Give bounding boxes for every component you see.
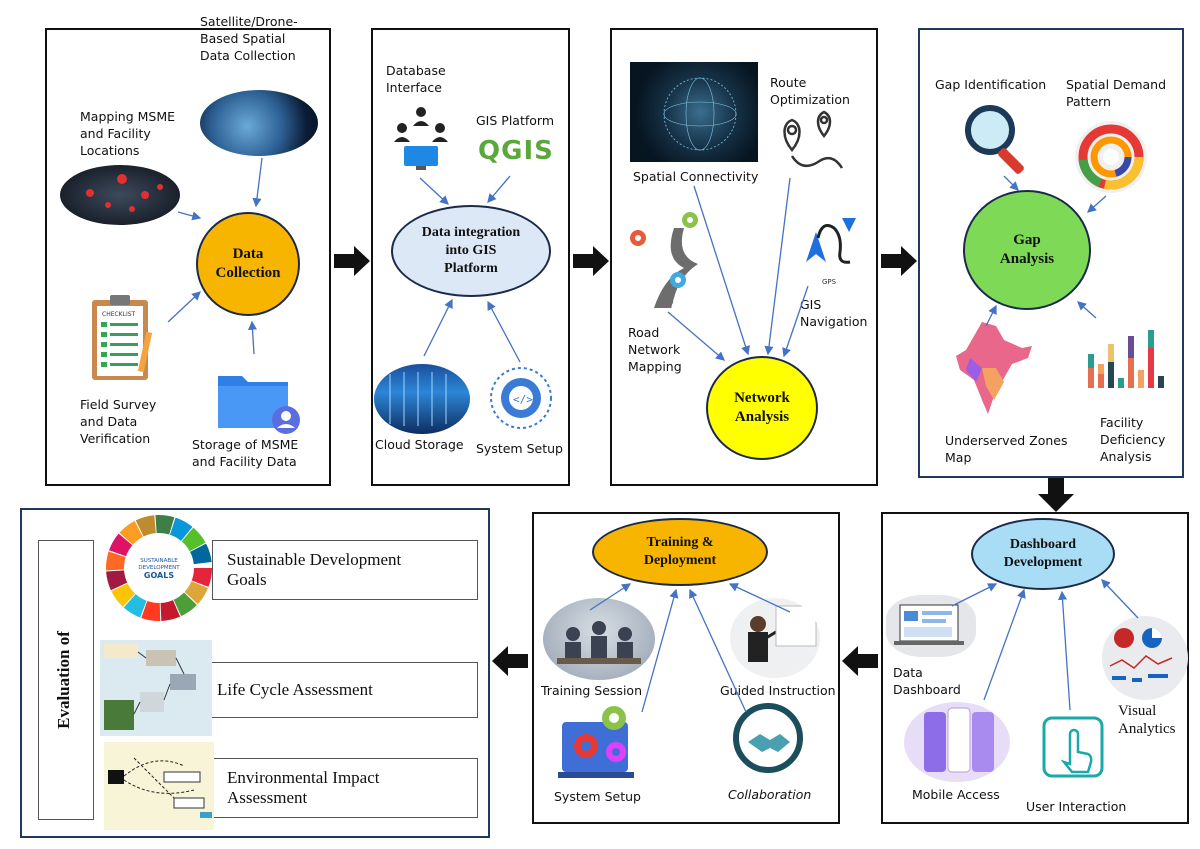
road-map-pins-image	[624, 208, 710, 308]
svg-text:GOALS: GOALS	[144, 571, 174, 580]
eia-flow-diagram-image	[104, 742, 214, 830]
label-underserved-zones: Underserved Zones Map	[945, 433, 1068, 465]
world-map-pins-image	[60, 165, 180, 225]
satellite-globe-image	[200, 90, 318, 156]
flow-arrow-6-7	[492, 646, 528, 676]
eval-eia-box: Environmental Impact Assessment	[212, 758, 478, 818]
spatial-connectivity-globe-image	[630, 62, 758, 162]
eval-sdg-box: Sustainable Development Goals	[212, 540, 478, 600]
server-rack-image	[374, 364, 470, 434]
training-session-photo	[543, 598, 655, 680]
svg-text:DEVELOPMENT: DEVELOPMENT	[138, 565, 180, 571]
label-route-optimization: Route Optimization	[770, 75, 850, 107]
flow-arrow-3-4	[881, 246, 917, 276]
hub-dashboard-development: Dashboard Development	[971, 518, 1115, 590]
map-pins-icon	[86, 174, 163, 212]
label-system-setup-2: System Setup	[476, 441, 563, 456]
hub-network-analysis: Network Analysis	[706, 356, 818, 460]
collaboration-handshake-icon	[732, 702, 804, 774]
flow-arrow-1-2	[334, 246, 370, 276]
database-users-icon	[386, 104, 456, 174]
svg-text:CHECKLIST: CHECKLIST	[102, 311, 136, 318]
label-system-setup-6: System Setup	[554, 789, 641, 804]
india-map-image	[952, 318, 1036, 418]
label-field-survey: Field Survey and Data Verification	[80, 397, 157, 446]
hub-gap-analysis: Gap Analysis	[963, 190, 1091, 310]
svg-text:</>: </>	[513, 393, 533, 406]
vertical-evaluation-box	[38, 540, 94, 820]
hub-training-deployment: Training & Deployment	[592, 518, 768, 586]
label-spatial-demand: Spatial Demand Pattern	[1066, 77, 1167, 109]
guided-instruction-photo	[730, 598, 820, 678]
folder-user-icon	[214, 370, 304, 436]
label-mobile-access: Mobile Access	[912, 787, 1000, 802]
label-guided-instruction: Guided Instruction	[720, 683, 836, 698]
label-facility-deficiency: Facility Deficiency Analysis	[1100, 415, 1166, 464]
eval-lca-box: Life Cycle Assessment	[202, 662, 478, 718]
label-gap-identification: Gap Identification	[935, 77, 1047, 92]
magnifier-icon	[960, 100, 1040, 176]
label-data-dashboard: Data Dashboard	[893, 665, 961, 697]
label-satellite: Satellite/Drone- Based Spatial Data Coll…	[200, 14, 298, 63]
svg-text:GPS: GPS	[822, 278, 837, 286]
visual-analytics-charts-image	[1102, 616, 1188, 700]
label-training-session: Training Session	[541, 683, 642, 698]
label-spatial-connectivity: Spatial Connectivity	[633, 169, 759, 184]
label-road-network: Road Network Mapping	[628, 325, 682, 374]
sdg-wheel-image: SUSTAINABLE DEVELOPMENT GOALS	[100, 512, 218, 624]
label-database-interface: Database Interface	[386, 63, 446, 95]
qgis-logo: QGIS	[478, 136, 554, 166]
checklist-clipboard-icon: CHECKLIST	[88, 292, 154, 384]
touch-interaction-icon	[1040, 714, 1108, 780]
label-visual-analytics: Visual Analytics	[1118, 703, 1176, 737]
flow-arrow-4-5	[1038, 478, 1074, 512]
deficiency-bar-chart-icon	[1082, 322, 1174, 396]
label-user-interaction: User Interaction	[1026, 799, 1127, 814]
label-gis-navigation: GIS Navigation	[800, 297, 868, 329]
gps-navigation-icon: GPS	[782, 208, 872, 286]
hub-gis-integration: Data integration into GIS Platform	[391, 205, 551, 297]
route-pins-icon	[778, 106, 844, 176]
hub-data-collection: Data Collection	[196, 212, 300, 316]
flow-arrow-2-3	[573, 246, 609, 276]
label-mapping: Mapping MSME and Facility Locations	[80, 109, 176, 158]
label-collaboration: Collaboration	[728, 787, 812, 802]
system-setup-gear-icon: </>	[486, 364, 556, 432]
svg-text:SUSTAINABLE: SUSTAINABLE	[140, 558, 178, 564]
laptop-dashboard-image	[886, 595, 976, 657]
lca-flow-diagram-image	[100, 640, 212, 736]
flow-arrow-5-6	[842, 646, 878, 676]
label-gis-platform: GIS Platform	[476, 113, 554, 128]
demand-donut-chart-icon	[1072, 118, 1150, 196]
label-storage: Storage of MSME and Facility Data	[192, 437, 299, 469]
system-setup-gears-icon	[556, 702, 646, 786]
mobile-access-phones-image	[904, 702, 1010, 782]
label-cloud-storage: Cloud Storage	[375, 437, 464, 452]
label-evaluation-of: Evaluation of	[54, 631, 73, 729]
